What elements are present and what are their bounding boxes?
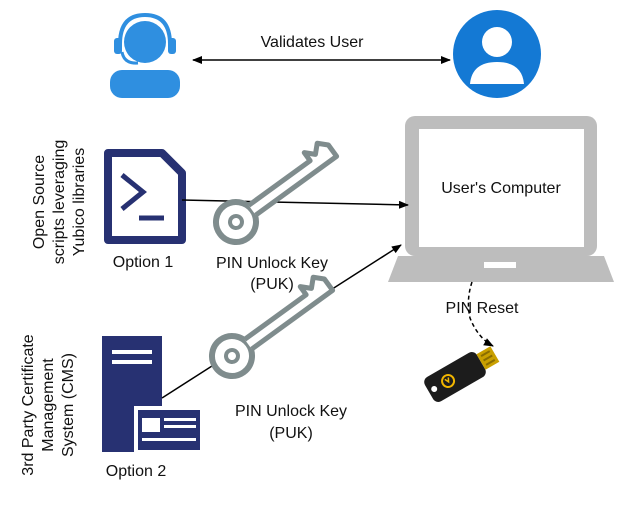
option2-side-text: 3rd Party Certificate Management System … (20, 334, 77, 475)
key-icon (213, 140, 340, 245)
powershell-script-icon (104, 149, 186, 244)
puk2-line1: PIN Unlock Key (235, 403, 347, 420)
option1-side-line1: Open Source (31, 155, 48, 249)
option2-side-line2: Management (40, 358, 57, 452)
yubikey-icon (424, 346, 500, 402)
option2-side-line1: 3rd Party Certificate (20, 334, 37, 475)
option1-arrow (181, 199, 409, 209)
headset-agent-icon (110, 12, 180, 98)
option2-label: Option 2 (106, 463, 167, 480)
puk2-line2: (PUK) (269, 425, 313, 442)
option1-side-line3: Yubico libraries (71, 148, 88, 257)
option2-side-line3: System (CMS) (60, 353, 77, 457)
puk1-line1: PIN Unlock Key (216, 255, 328, 272)
laptop-icon (388, 116, 614, 282)
option1-side-line2: scripts leveraging (51, 140, 68, 265)
validates-label: Validates User (261, 34, 365, 51)
pin-reset-arrow (467, 281, 494, 347)
option1-side-text: Open Source scripts leveraging Yubico li… (31, 140, 88, 265)
computer-label: User's Computer (441, 180, 561, 197)
user-avatar-icon (453, 10, 541, 98)
option1-label: Option 1 (113, 254, 174, 271)
server-cms-icon (102, 336, 204, 454)
puk1-line2: (PUK) (250, 276, 294, 293)
key-icon (209, 274, 336, 379)
pin-reset-label: PIN Reset (446, 300, 519, 317)
